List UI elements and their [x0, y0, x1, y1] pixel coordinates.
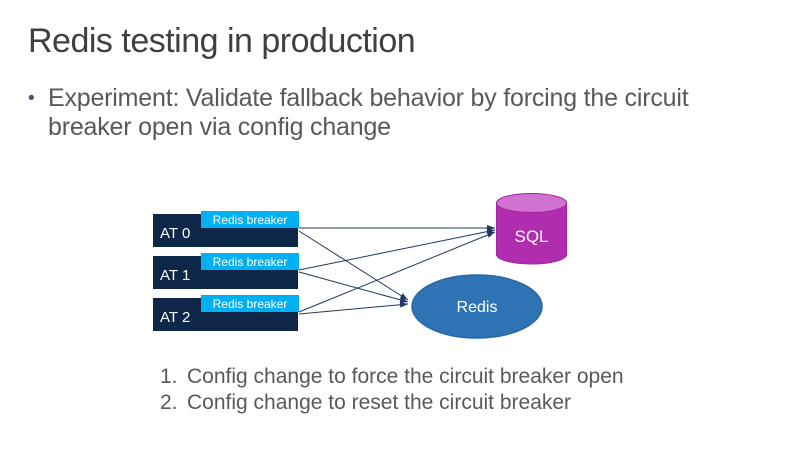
numbered-list: 1. Config change to force the circuit br… — [160, 364, 624, 416]
node-app-tier-1: AT 1 Redis breaker — [153, 253, 299, 289]
list-marker: 1. — [160, 365, 178, 388]
edge-at1-sql — [298, 228, 496, 271]
redis-breaker-label: Redis breaker — [213, 213, 288, 227]
redis-breaker-label: Redis breaker — [213, 255, 288, 269]
node-app-tier-2: AT 2 Redis breaker — [153, 295, 299, 331]
list-marker: 2. — [160, 391, 178, 414]
list-item: 2. Config change to reset the circuit br… — [160, 390, 624, 416]
app-tier-label: AT 2 — [160, 309, 190, 326]
redis-breaker-box — [201, 211, 299, 228]
sql-label: SQL — [514, 227, 548, 246]
app-tier-label: AT 1 — [160, 267, 190, 284]
redis-breaker-box — [201, 295, 299, 312]
bullet-item: • Experiment: Validate fallback behavior… — [28, 84, 790, 142]
bullet-text: Experiment: Validate fallback behavior b… — [48, 84, 689, 141]
redis-label: Redis — [457, 299, 498, 316]
node-app-tier-0: AT 0 Redis breaker — [153, 211, 299, 247]
node-redis-ellipse: Redis — [411, 274, 543, 339]
sql-cylinder-top — [496, 193, 567, 213]
slide-title: Redis testing in production — [28, 22, 416, 60]
app-tier-label: AT 0 — [160, 225, 190, 242]
redis-breaker-label: Redis breaker — [213, 297, 288, 311]
edge-at1-redis — [298, 271, 409, 303]
bullet-glyph: • — [28, 88, 35, 109]
redis-breaker-box — [201, 253, 299, 270]
edge-at0-redis — [298, 230, 409, 301]
edge-at2-redis — [298, 301, 409, 315]
list-item: 1. Config change to force the circuit br… — [160, 364, 624, 390]
node-sql-cylinder: SQL — [496, 193, 567, 265]
edge-at2-sql — [298, 231, 496, 313]
list-text: Config change to force the circuit break… — [187, 365, 624, 388]
list-text: Config change to reset the circuit break… — [187, 391, 572, 414]
redis-shape — [411, 274, 543, 339]
